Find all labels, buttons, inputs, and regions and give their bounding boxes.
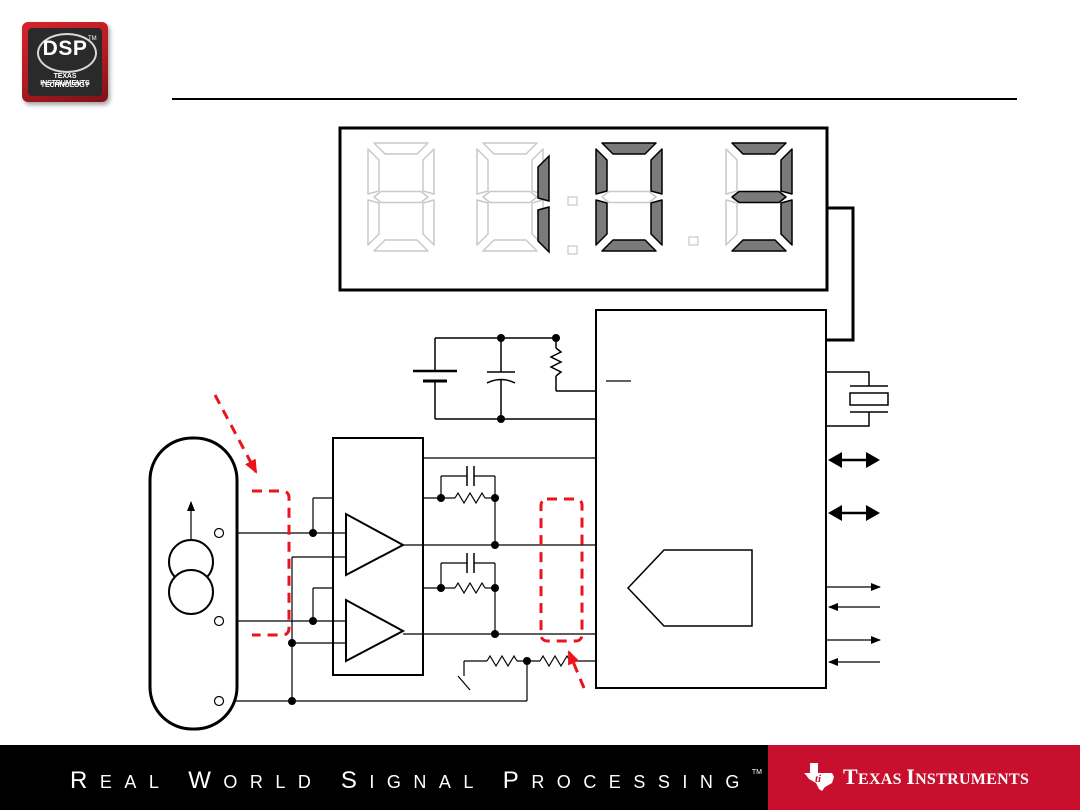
highlight-arrow-bottom bbox=[567, 650, 586, 689]
op-amp-1 bbox=[345, 512, 406, 577]
tagline-word-3: SIGNAL bbox=[341, 767, 486, 794]
highlight-sensor-connection bbox=[252, 489, 291, 637]
logo-tm: TM bbox=[88, 36, 97, 42]
display-frame bbox=[338, 126, 829, 292]
digit-1-segment-g bbox=[373, 190, 429, 204]
tagline-word-1: REAL bbox=[70, 767, 171, 794]
seven-segment-display bbox=[338, 126, 829, 292]
display-to-mcu-wire bbox=[827, 206, 855, 342]
tagline-word-3-rest: IGNAL bbox=[369, 772, 486, 792]
digit-5-segment-d bbox=[731, 239, 787, 252]
ti-wordmark-text: TEXAS INSTRUMENTS bbox=[843, 764, 1029, 790]
crystal-icon bbox=[827, 371, 889, 427]
digit-2-segment-f bbox=[476, 148, 489, 195]
digit-2-segment-g bbox=[482, 190, 538, 204]
logo-line2: TECHNOLOGY bbox=[40, 82, 90, 89]
digit-1-segment-d bbox=[373, 239, 429, 252]
dsp-technology-logo: DSP TM TEXAS INSTRUMENTS TECHNOLOGY bbox=[22, 22, 108, 102]
sensor-terminal-2 bbox=[213, 615, 225, 627]
amplifier-wiring bbox=[224, 457, 596, 702]
ti-word-2-rest: NSTRUMENTS bbox=[915, 771, 1030, 788]
digit-3-segment-c bbox=[537, 206, 550, 254]
tagline-word-2: WORLD bbox=[188, 767, 324, 794]
digit-4-segment-e bbox=[595, 199, 608, 246]
digit-1-segment-a bbox=[373, 142, 429, 155]
sensor-terminal-3 bbox=[213, 695, 225, 707]
tagline: REAL WORLD SIGNAL PROCESSINGTM bbox=[70, 767, 762, 795]
footer-band: REAL WORLD SIGNAL PROCESSINGTM ti TEXAS … bbox=[0, 745, 1080, 810]
tagline-tm: TM bbox=[751, 769, 762, 776]
tagline-word-1-initial: R bbox=[70, 767, 100, 794]
tagline-word-2-initial: W bbox=[188, 767, 224, 794]
ti-word-2: INSTRUMENTS bbox=[906, 764, 1030, 789]
tagline-word-2-rest: ORLD bbox=[223, 772, 324, 792]
ti-word-1: TEXAS bbox=[843, 764, 902, 789]
decimal-point-3 bbox=[688, 236, 699, 246]
sensor-terminal-1 bbox=[213, 527, 225, 539]
adc-symbol bbox=[626, 549, 753, 627]
tagline-word-4: PROCESSING bbox=[503, 767, 752, 794]
mcu-block bbox=[595, 309, 827, 689]
digit-4-segment-c bbox=[650, 199, 663, 246]
tagline-word-4-initial: P bbox=[502, 767, 532, 794]
svg-text:ti: ti bbox=[815, 773, 822, 785]
highlight-arrow-top bbox=[213, 394, 258, 474]
digit-4-segment-b bbox=[650, 148, 663, 195]
tagline-word-4-rest: ROCESSING bbox=[531, 772, 752, 792]
texas-instruments-logo: ti TEXAS INSTRUMENTS bbox=[803, 762, 1029, 792]
digit-4-segment-d bbox=[601, 239, 657, 252]
texas-state-icon: ti bbox=[804, 763, 834, 791]
display-digits bbox=[367, 142, 793, 254]
digit-4-segment-a bbox=[601, 142, 657, 155]
power-supply-section bbox=[413, 337, 596, 420]
logo-ring-icon bbox=[37, 33, 97, 73]
logo-dsp-text: DSP bbox=[42, 37, 88, 60]
ti-word-2-initial: I bbox=[906, 764, 916, 789]
junction-dots bbox=[288, 334, 560, 705]
digit-4-segment-f bbox=[595, 148, 608, 195]
tagline-word-1-rest: EAL bbox=[99, 772, 171, 792]
decimal-point-2 bbox=[567, 245, 578, 255]
digit-5-segment-f bbox=[725, 148, 738, 195]
op-amp-2 bbox=[345, 598, 406, 663]
current-source-lower-ring bbox=[168, 569, 214, 615]
highlight-annotations bbox=[213, 394, 586, 689]
sensor-probe bbox=[148, 436, 239, 731]
highlight-filter-outputs bbox=[539, 497, 584, 643]
digit-4-segment-g bbox=[601, 190, 657, 204]
digit-3-segment-b bbox=[537, 154, 550, 202]
digit-1-segment-f bbox=[367, 148, 380, 195]
digit-2-segment-e bbox=[476, 199, 489, 246]
digit-1-segment-e bbox=[367, 199, 380, 246]
digit-1-segment-c bbox=[422, 199, 435, 246]
digit-5-segment-c bbox=[780, 199, 793, 246]
signal-arrows bbox=[827, 583, 881, 666]
digit-2-segment-d bbox=[482, 239, 538, 252]
footer-black-panel: REAL WORLD SIGNAL PROCESSINGTM bbox=[0, 745, 768, 810]
logo-line1: TEXAS INSTRUMENTS bbox=[40, 73, 90, 87]
tagline-word-3-initial: S bbox=[340, 767, 370, 794]
ti-word-1-rest: EXAS bbox=[857, 771, 902, 788]
title-rule bbox=[172, 98, 1017, 100]
digit-5-segment-a bbox=[731, 142, 787, 155]
logo-inner: DSP TM TEXAS INSTRUMENTS TECHNOLOGY bbox=[28, 28, 102, 96]
ti-word-1-initial: T bbox=[843, 764, 858, 789]
digit-5-segment-e bbox=[725, 199, 738, 246]
decimal-point-1 bbox=[567, 196, 578, 206]
digit-1-segment-b bbox=[422, 148, 435, 195]
digit-5-segment-g bbox=[731, 190, 787, 204]
circuit-diagram bbox=[148, 126, 889, 731]
bidirectional-io-arrows bbox=[828, 452, 880, 521]
digit-2-segment-a bbox=[482, 142, 538, 155]
digit-5-segment-b bbox=[780, 148, 793, 195]
